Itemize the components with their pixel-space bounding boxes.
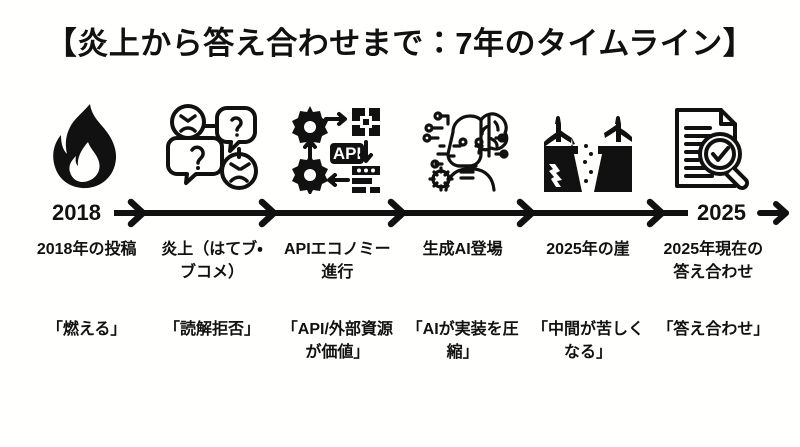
- step-quote: 「API/外部資源が価値」: [281, 321, 393, 362]
- flame-icon: [49, 96, 125, 194]
- angry-faces-speech-bubbles-icon: [164, 96, 260, 194]
- broken-bridge-cliff-icon: [542, 96, 634, 194]
- api-economy-gears-icon: API: [292, 96, 382, 194]
- svg-text:API: API: [333, 144, 361, 163]
- step-label: 2018年の投稿: [36, 241, 137, 258]
- axis-arrows-graphic: [114, 198, 789, 228]
- timeline-arrow-axis: 2018 2025: [0, 196, 800, 230]
- document-magnifier-check-icon: [669, 96, 757, 194]
- timeline-step-4: [400, 96, 525, 194]
- ai-robot-brain-icon: [416, 96, 510, 194]
- step-label-cell-3: APIエコノミー進行: [275, 238, 400, 284]
- timeline-step-3: API: [275, 96, 400, 194]
- timeline-step-1: [24, 96, 149, 194]
- step-label-cell-5: 2025年の崖: [525, 238, 650, 284]
- icon-row: API: [24, 96, 776, 194]
- step-label-cell-1: 2018年の投稿: [24, 238, 149, 284]
- step-label-cell-4: 生成AI登場: [400, 238, 525, 284]
- step-label-cell-2: 炎上（はてブ・ブコメ）: [149, 238, 274, 284]
- step-quote-cell-1: 「燃える」: [24, 318, 149, 364]
- step-quote-row: 「燃える」 「読解拒否」 「API/外部資源が価値」 「AIが実装を圧縮」 「中…: [24, 318, 776, 364]
- step-quote-cell-3: 「API/外部資源が価値」: [275, 318, 400, 364]
- step-quote: 「読解拒否」: [163, 321, 260, 338]
- timeline-step-2: [149, 96, 274, 194]
- page-title: 【炎上から答え合わせまで：7年のタイムライン】: [45, 26, 755, 61]
- step-label: 2025年の崖: [546, 241, 630, 258]
- step-label: APIエコノミー進行: [283, 241, 391, 282]
- timeline-start-year: 2018: [52, 200, 101, 225]
- step-label: 2025年現在の答え合わせ: [663, 241, 764, 282]
- step-label: 炎上（はてブ・ブコメ）: [161, 241, 263, 282]
- step-quote-cell-6: 「答え合わせ」: [651, 318, 776, 364]
- step-label: 生成AI登場: [422, 241, 503, 258]
- timeline-end-year: 2025: [697, 200, 746, 225]
- step-quote-cell-2: 「読解拒否」: [149, 318, 274, 364]
- timeline-step-6: [651, 96, 776, 194]
- step-quote: 「答え合わせ」: [657, 321, 770, 338]
- step-quote: 「中間が苦しくなる」: [531, 321, 644, 362]
- timeline-step-5: [525, 96, 650, 194]
- step-quote: 「燃える」: [46, 321, 127, 338]
- step-quote-cell-4: 「AIが実装を圧縮」: [400, 318, 525, 364]
- step-label-cell-6: 2025年現在の答え合わせ: [651, 238, 776, 284]
- step-label-row: 2018年の投稿 炎上（はてブ・ブコメ） APIエコノミー進行 生成AI登場 2…: [24, 238, 776, 284]
- step-quote: 「AIが実装を圧縮」: [406, 321, 519, 362]
- step-quote-cell-5: 「中間が苦しくなる」: [525, 318, 650, 364]
